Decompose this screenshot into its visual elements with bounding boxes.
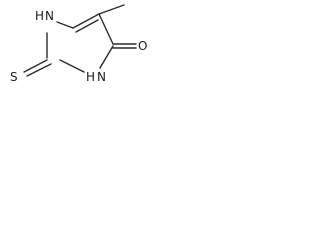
bond-c6-c5-double	[75, 19, 99, 33]
bond-n3-c2	[59, 59, 85, 73]
atom-n1-h: H	[35, 9, 44, 23]
bond-c5-c4	[98, 13, 114, 45]
atom-n1: N	[45, 9, 54, 23]
bond-c6-c5	[72, 13, 100, 29]
bond-c4-n3	[99, 45, 114, 69]
atom-n3: N	[97, 70, 106, 84]
bond-c6-n1	[56, 21, 74, 29]
atom-n3-h: H	[86, 70, 95, 84]
atom-s: S	[10, 70, 18, 84]
bond-c2-s-double	[26, 63, 52, 77]
bond-c2-s	[23, 59, 48, 73]
atom-o: O	[138, 39, 147, 53]
molecule-structure: H N S H N O	[10, 4, 147, 84]
bond-c5-methyl	[98, 4, 125, 15]
